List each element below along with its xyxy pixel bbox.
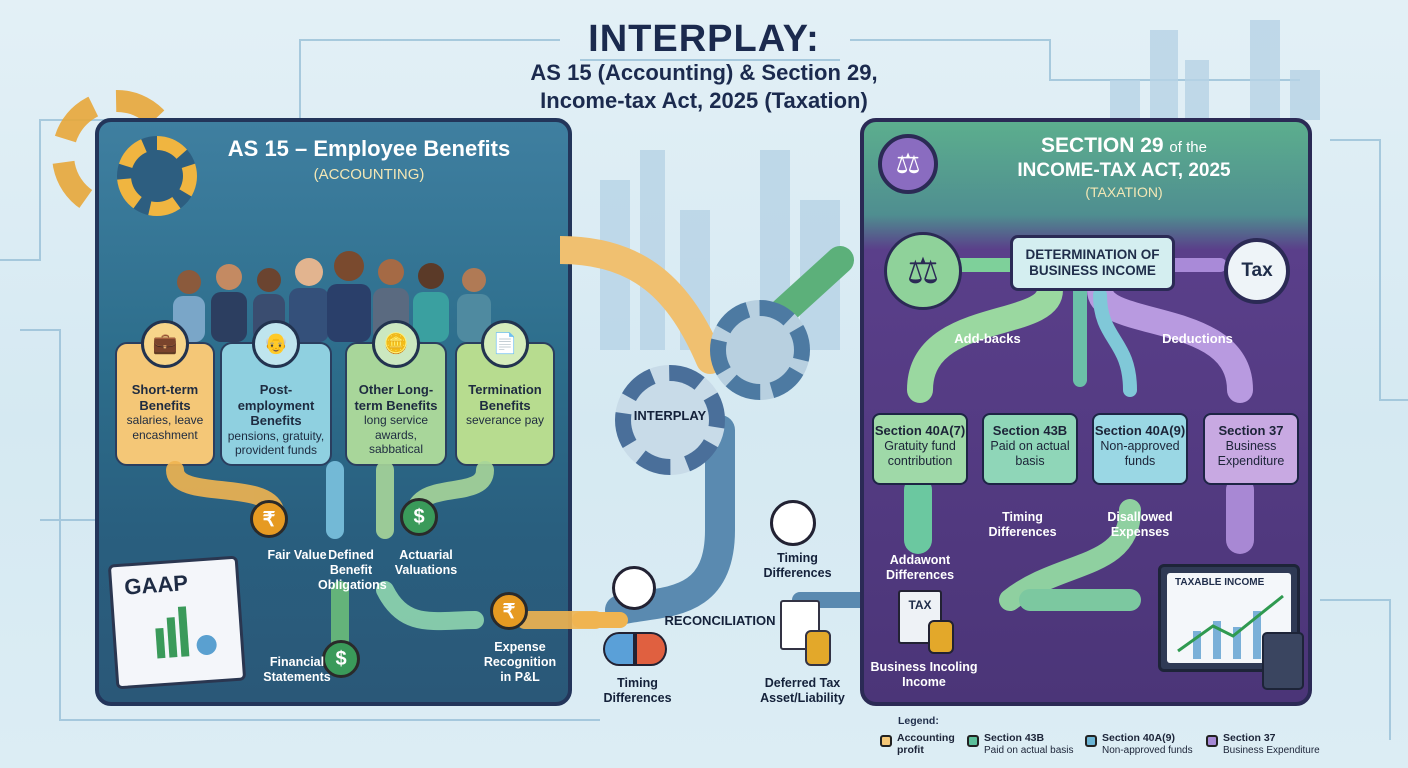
- plus-minus-icon: [603, 632, 667, 666]
- section-title: Section 43B: [992, 423, 1068, 438]
- legend-label: Section 37: [1223, 732, 1276, 744]
- card-title: Termination Benefits: [468, 382, 542, 413]
- money-hand-icon: 🪙: [372, 320, 420, 368]
- label-add-backs: Add-backs: [954, 331, 1021, 346]
- section29-flow-arrows: [904, 258, 1254, 611]
- title-section: SECTION 29: [1041, 134, 1164, 157]
- clock-icon: [612, 566, 656, 610]
- legend-swatch: [880, 735, 892, 747]
- legend-item-accounting-profit: Accounting profit: [880, 732, 955, 756]
- label-deferred-tax: Deferred Tax Asset/Liability: [760, 676, 845, 705]
- legend-swatch: [1206, 735, 1218, 747]
- label-addawont-differences: Addawont Differences: [885, 553, 955, 582]
- section-desc: Non-approved funds: [1100, 438, 1180, 468]
- rupee-coin-icon: ₹: [490, 592, 528, 630]
- rupee-coin-icon: ₹: [250, 500, 288, 538]
- section-desc: Paid on actual basis: [990, 438, 1070, 468]
- legend-label: Accounting profit: [897, 732, 955, 756]
- legend-label: Section 40A(9): [1102, 732, 1175, 744]
- tax-badge: Tax: [1224, 238, 1290, 304]
- section-40a9-box: Section 40A(9)Non-approved funds: [1092, 413, 1188, 485]
- label-deductions: Deductions: [1162, 331, 1233, 346]
- panel-title: AS 15 – Employee Benefits: [227, 136, 511, 161]
- dollar-coin-icon: $: [400, 498, 438, 536]
- determination-box: DETERMINATION OF BUSINESS INCOME: [1010, 235, 1175, 291]
- legend-desc: Business Expenditure: [1223, 744, 1320, 756]
- legend-item-section-40a9: Section 40A(9)Non-approved funds: [1085, 732, 1193, 756]
- card-desc: long service awards, sabbatical: [363, 413, 429, 456]
- label-actuarial-valuations: Actuarial Valuations: [394, 548, 458, 577]
- taxable-income-monitor: TAXABLE INCOME: [1158, 564, 1300, 672]
- gear-icon: [710, 300, 810, 400]
- label-business-income: Business Incoling Income: [870, 660, 978, 689]
- section-40a7-box: Section 40A(7)Gratuity fund contribution: [872, 413, 968, 485]
- scales-icon: ⚖: [884, 232, 962, 310]
- retiree-icon: 👴: [252, 320, 300, 368]
- document-icon: 📄: [481, 320, 529, 368]
- title-act: INCOME-TAX ACT, 2025: [1017, 160, 1231, 181]
- card-desc: pensions, gratuity, provident funds: [227, 428, 325, 458]
- gaap-document-icon: GAAP: [107, 555, 247, 690]
- tax-document-icon: TAX: [898, 590, 942, 644]
- briefcase-icon: 💼: [141, 320, 189, 368]
- section-desc: Business Expenditure: [1217, 438, 1285, 468]
- reconciliation-label: RECONCILIATION: [664, 613, 776, 628]
- legend-swatch: [967, 735, 979, 747]
- gear-icon: [117, 136, 197, 216]
- interplay-label: INTERPLAY: [633, 408, 707, 423]
- coin-stack-icon: [928, 620, 954, 654]
- employees-illustration: [159, 242, 519, 342]
- card-title: Other Long-term Benefits: [354, 382, 438, 413]
- coin-stack-icon: [805, 630, 831, 666]
- label-defined-benefit-obligations: Defined Benefit Obligations: [318, 548, 387, 592]
- title-taxation: (TAXATION): [1085, 184, 1163, 200]
- legend-label: Section 43B: [984, 732, 1045, 744]
- card-title: Post-employment Benefits: [237, 382, 315, 429]
- document-coins-icon: [780, 600, 820, 650]
- growth-chart-icon: [1177, 594, 1284, 659]
- legend-swatch: [1085, 735, 1097, 747]
- section-desc: Gratuity fund contribution: [884, 438, 956, 468]
- legend-desc: Paid on actual basis: [984, 744, 1074, 756]
- section-title: Section 37: [1218, 423, 1284, 438]
- subtitle-line-2: Income-tax Act, 2025 (Taxation): [540, 88, 868, 113]
- legend-desc: Non-approved funds: [1102, 744, 1193, 756]
- subtitle-line-1: AS 15 (Accounting) & Section 29,: [530, 60, 878, 85]
- clock-icon: [770, 500, 816, 546]
- scales-emblem-icon: ⚖: [878, 134, 938, 194]
- section-title: Section 40A(9): [1094, 423, 1186, 438]
- label-timing-differences: Timing Differences: [603, 676, 672, 705]
- label-timing-differences: Timing Differences: [763, 551, 832, 580]
- card-desc: salaries, leave encashment: [126, 413, 204, 442]
- taxable-income-label: TAXABLE INCOME: [1175, 577, 1265, 588]
- dollar-coin-icon: $: [322, 640, 360, 678]
- title-of: of the: [1169, 139, 1207, 156]
- interplay-flow-arrows: [560, 236, 880, 628]
- calculator-icon: [1262, 632, 1304, 690]
- card-title: Short-term Benefits: [131, 382, 199, 413]
- panel-subtitle: (ACCOUNTING): [313, 166, 425, 183]
- label-expense-recognition: Expense Recognition in P&L: [483, 640, 557, 684]
- label-timing-differences: Timing Differences: [988, 510, 1057, 539]
- label-disallowed-expenses: Disallowed Expenses: [1107, 510, 1173, 539]
- card-desc: severance pay: [465, 413, 545, 428]
- label-financial-statements: Financial Statements: [263, 655, 331, 684]
- legend-title: Legend:: [898, 715, 939, 727]
- label-fair-value: Fair Value: [267, 548, 327, 562]
- section-title: Section 40A(7): [874, 423, 966, 438]
- main-title: INTERPLAY:: [588, 18, 820, 60]
